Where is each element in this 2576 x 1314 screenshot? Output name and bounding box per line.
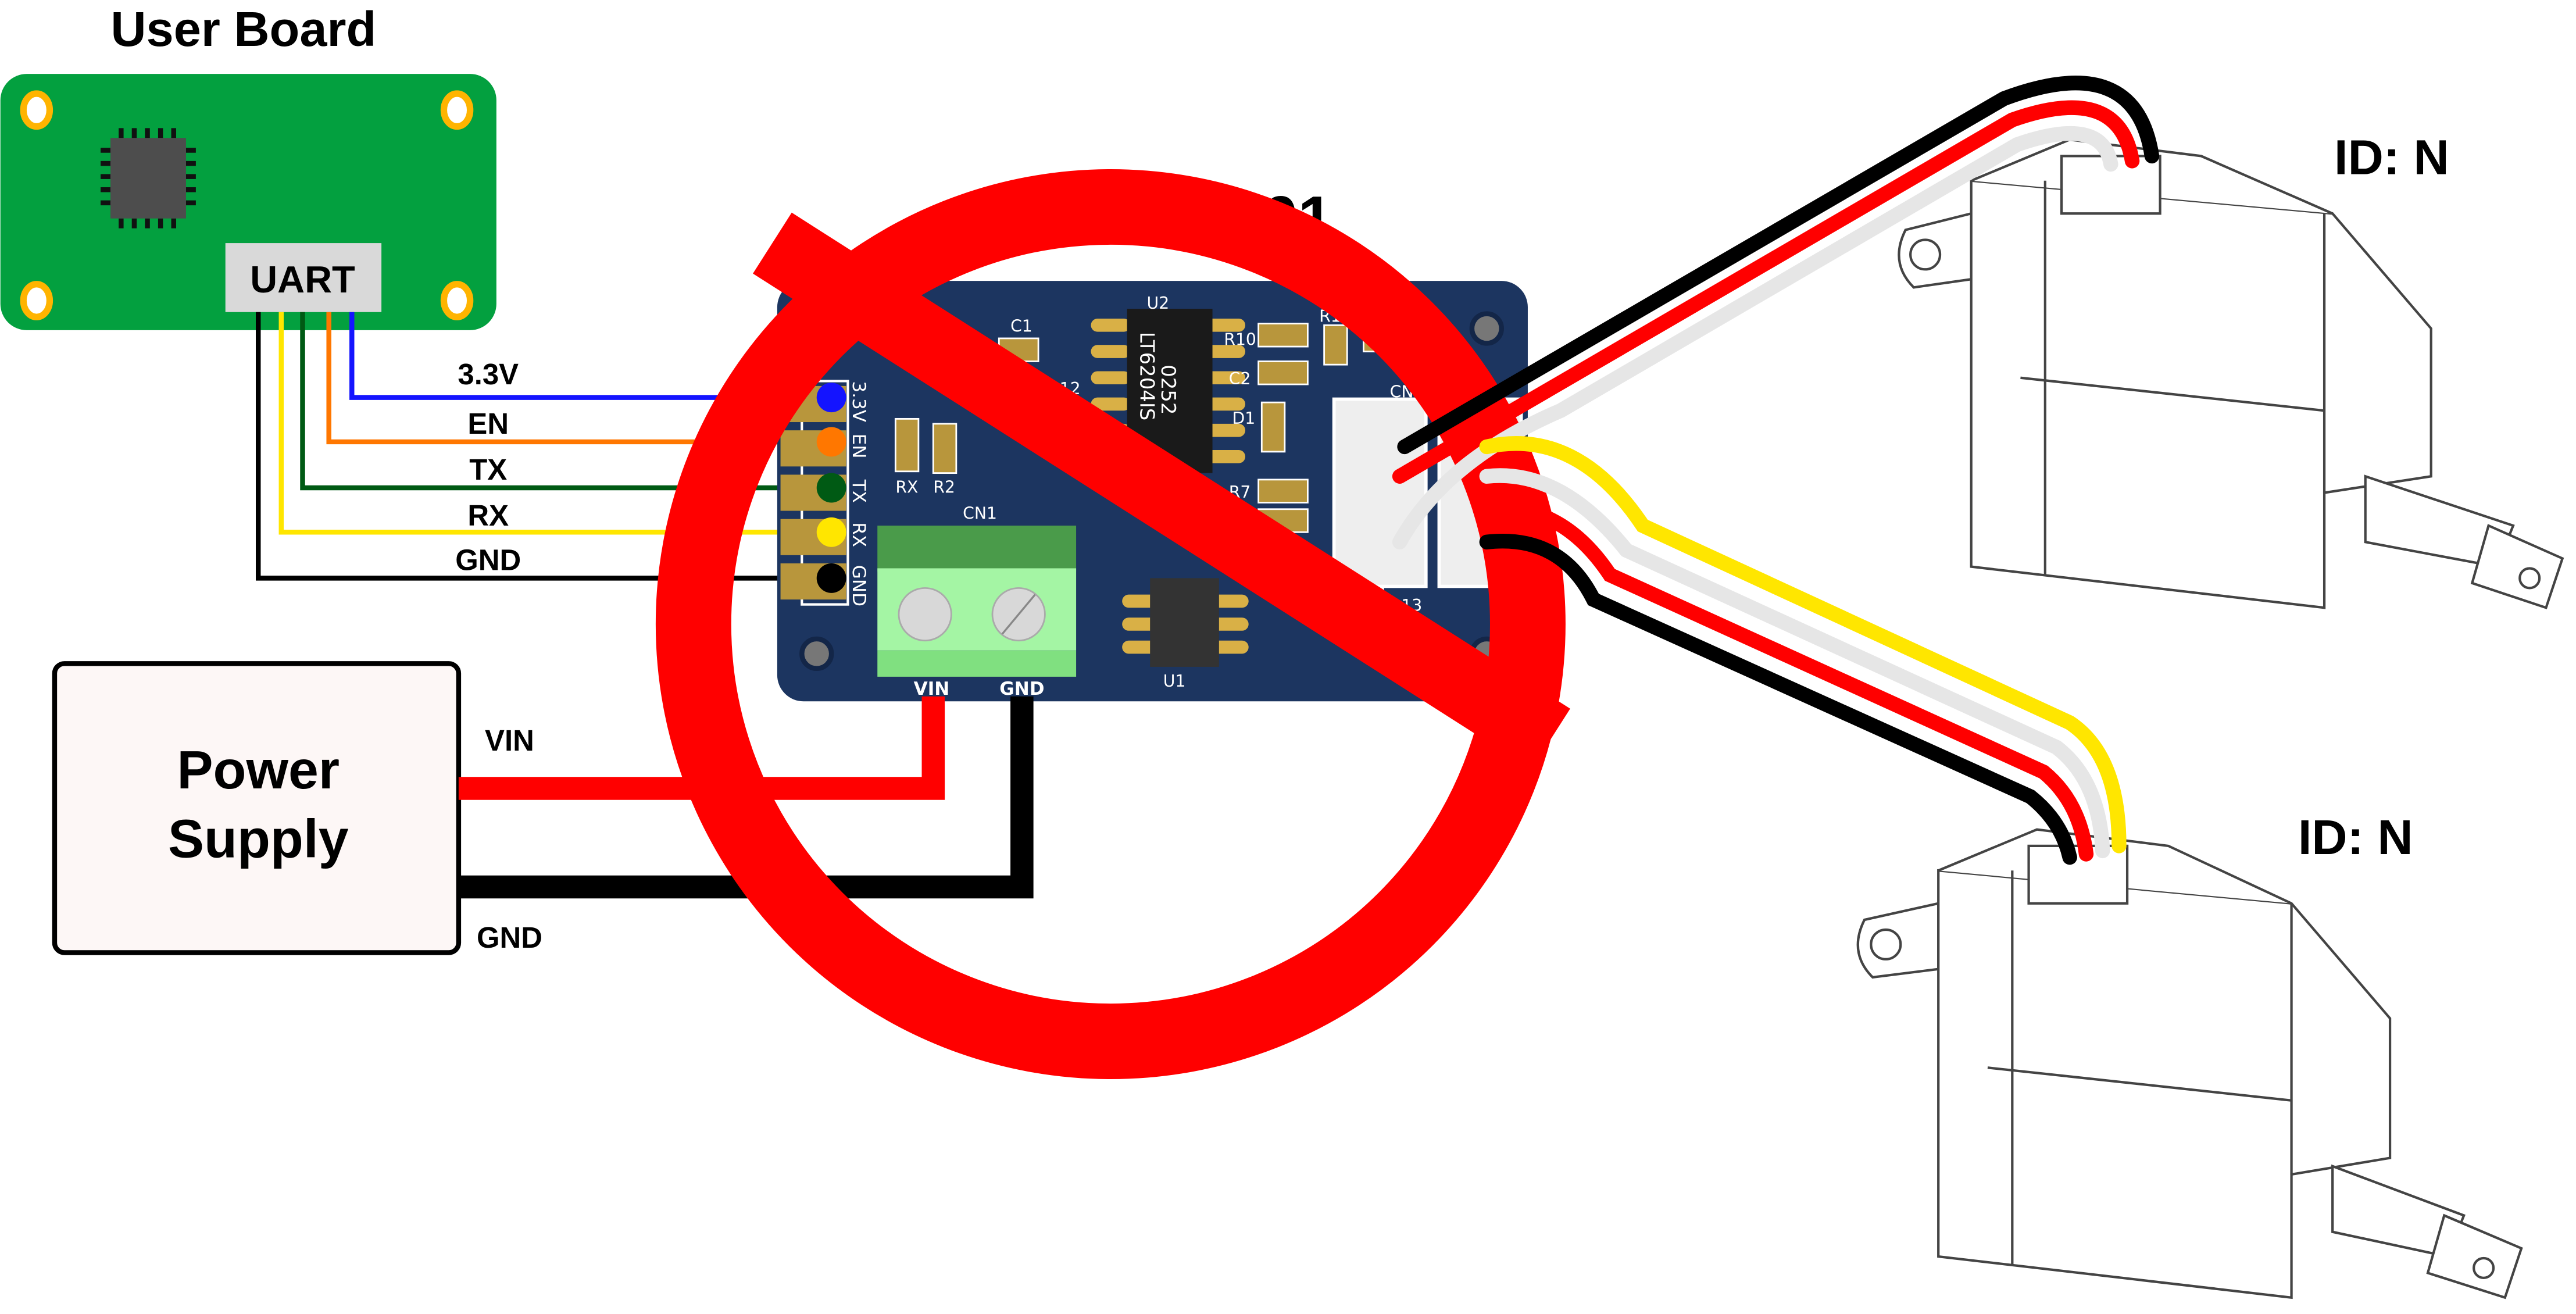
pin-rx: [816, 517, 846, 547]
header-label-en: EN: [848, 434, 869, 459]
actuator-1-id-label: ID: N: [2334, 129, 2449, 184]
wire-en: [326, 312, 830, 445]
wire-3v3: [349, 312, 830, 400]
vin-wire: [458, 696, 945, 800]
u1-chip: [1150, 578, 1219, 667]
silk-u2: U2: [1147, 294, 1170, 313]
cn3-connector-1: [1332, 397, 1428, 588]
pin-gnd: [816, 563, 846, 593]
silk-cn1: CN1: [963, 504, 997, 523]
prohibited-sign-icon: [655, 169, 1570, 1080]
gnd-power-wire: [458, 696, 1034, 899]
silk-rx: RX: [895, 477, 918, 497]
power-supply: Power Supply: [52, 661, 462, 955]
actuator-1-cable: [1392, 76, 2160, 549]
pin-tx: [816, 473, 846, 503]
wire-label-gnd: GND: [455, 543, 521, 576]
wire-label-3v3: 3.3V: [458, 358, 519, 391]
terminal-label-gnd: GND: [999, 679, 1044, 699]
pin-3v3: [816, 383, 846, 413]
power-supply-label-line1: Power: [177, 740, 340, 800]
silk-c2: C2: [1229, 369, 1251, 388]
linear-actuator-2: [1856, 828, 2523, 1299]
wire-label-tx: TX: [469, 453, 507, 486]
silk-d1: D1: [1232, 409, 1255, 428]
pin-en: [816, 427, 846, 457]
user-board-title: User Board: [110, 1, 376, 56]
vin-label: VIN: [485, 724, 534, 757]
chip-icon: [101, 128, 196, 228]
silk-c1: C1: [1010, 317, 1032, 336]
header-label-gnd: GND: [848, 565, 869, 606]
silk-r10: R10: [1224, 330, 1256, 349]
power-supply-label-line2: Supply: [168, 809, 349, 869]
u2-date-code: 0252: [1157, 365, 1180, 415]
header-label-3v3: 3.3V: [848, 381, 869, 422]
terminal-label-vin: VIN: [914, 679, 950, 699]
wire-tx: [300, 312, 830, 491]
header-label-rx: RX: [848, 522, 869, 547]
actuator-2-cable: [1479, 436, 2127, 865]
wire-rx: [278, 312, 830, 535]
wire-gnd: [255, 312, 830, 581]
silk-r2: R2: [933, 477, 955, 497]
actuator-2-id-label: ID: N: [2298, 809, 2413, 865]
linear-actuator-1: [1898, 138, 2564, 609]
u2-marking: LT6204IS: [1135, 332, 1158, 421]
silk-u1: U1: [1163, 672, 1186, 691]
user-board: UART: [0, 74, 496, 330]
header-label-tx: TX: [848, 479, 869, 503]
wire-label-en: EN: [467, 407, 509, 440]
terminal-block-cn1: [877, 526, 1077, 677]
uart-port-label: UART: [250, 258, 355, 301]
gnd-label: GND: [477, 921, 542, 954]
wire-label-rx: RX: [467, 499, 509, 532]
uart-wires: [255, 312, 830, 581]
